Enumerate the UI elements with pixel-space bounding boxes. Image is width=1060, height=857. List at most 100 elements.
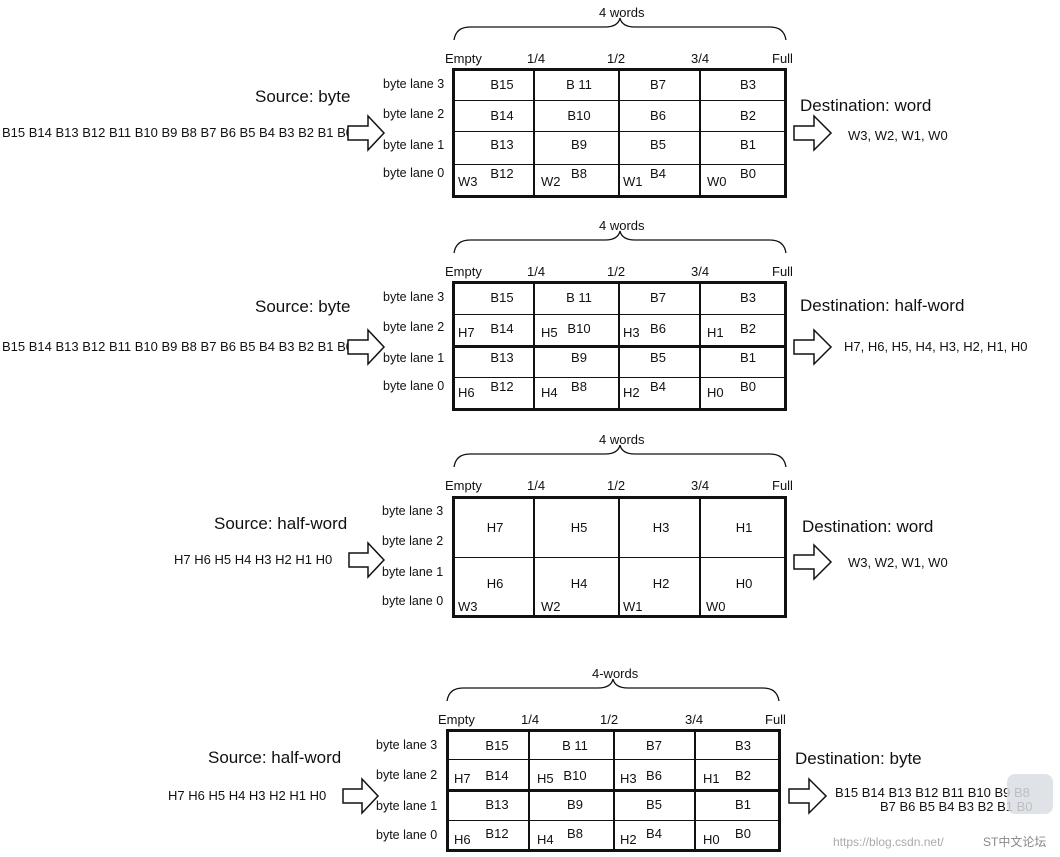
watermark-url: https://blog.csdn.net/ bbox=[833, 835, 944, 849]
byte-lane-1-label: byte lane 1 bbox=[383, 351, 445, 365]
capacity-label: 4 words bbox=[599, 5, 645, 20]
input-sequence: B15 B14 B13 B12 B11 B10 B9 B8 B7 B6 B5 B… bbox=[2, 339, 354, 354]
cell-value: B2 bbox=[740, 321, 756, 336]
output-sequence: W3, W2, W1, W0 bbox=[848, 555, 948, 570]
cell-value: B1 bbox=[735, 797, 751, 812]
word-tag: W3 bbox=[458, 174, 478, 189]
position-quarter: 1/4 bbox=[527, 51, 546, 66]
cell-value: H2 bbox=[652, 576, 670, 591]
halfword-tag: H4 bbox=[541, 385, 558, 400]
cell-value: B4 bbox=[650, 166, 666, 181]
lane-divider bbox=[452, 314, 787, 315]
cell-value: B13 bbox=[485, 797, 509, 812]
cell-value: B7 bbox=[646, 738, 662, 753]
word-tag: W2 bbox=[541, 599, 561, 614]
byte-lane-0-label: byte lane 0 bbox=[376, 828, 438, 842]
word-tag: W0 bbox=[706, 599, 726, 614]
byte-lane-1-label: byte lane 1 bbox=[382, 565, 444, 579]
cell-value: B7 bbox=[650, 290, 666, 305]
halfword-divider bbox=[446, 789, 781, 792]
cell-value: B5 bbox=[650, 137, 666, 152]
cell-value: B2 bbox=[740, 108, 756, 123]
cell-value: B14 bbox=[490, 108, 514, 123]
cell-value: B13 bbox=[490, 137, 514, 152]
cell-value: B 11 bbox=[566, 77, 592, 92]
cell-value: B13 bbox=[490, 350, 514, 365]
capacity-brace bbox=[453, 230, 787, 254]
cell-value: B3 bbox=[740, 77, 756, 92]
cell-value: B12 bbox=[490, 166, 514, 181]
byte-lane-1-label: byte lane 1 bbox=[383, 138, 445, 152]
position-three-quarter: 3/4 bbox=[691, 51, 710, 66]
position-full: Full bbox=[765, 712, 786, 727]
watermark-brand: ST中文论坛 bbox=[983, 835, 1047, 849]
byte-lane-0-label: byte lane 0 bbox=[383, 166, 445, 180]
byte-lane-3-label: byte lane 3 bbox=[383, 77, 445, 91]
cell-value: H4 bbox=[570, 576, 588, 591]
word-divider bbox=[533, 68, 535, 198]
cell-value: B9 bbox=[567, 797, 583, 812]
forum-logo-icon bbox=[1007, 774, 1053, 814]
halfword-tag: H7 bbox=[454, 771, 471, 786]
byte-lane-2-label: byte lane 2 bbox=[383, 320, 445, 334]
cell-value: B12 bbox=[490, 379, 514, 394]
halfword-tag: H2 bbox=[623, 385, 640, 400]
input-sequence: B15 B14 B13 B12 B11 B10 B9 B8 B7 B6 B5 B… bbox=[2, 125, 354, 140]
position-half: 1/2 bbox=[600, 712, 619, 727]
byte-lane-0-label: byte lane 0 bbox=[383, 379, 445, 393]
capacity-label: 4 words bbox=[599, 218, 645, 233]
input-arrow bbox=[342, 777, 380, 815]
position-half: 1/2 bbox=[607, 478, 626, 493]
capacity-label: 4-words bbox=[592, 666, 639, 681]
output-arrow bbox=[793, 543, 833, 581]
destination-label: Destination: byte bbox=[795, 749, 922, 768]
output-arrow bbox=[793, 328, 833, 366]
cell-value: B8 bbox=[567, 826, 583, 841]
halfword-divider bbox=[452, 557, 787, 558]
output-sequence-line-2: B7 B6 B5 B4 B3 B2 B1 B0 bbox=[880, 799, 1033, 814]
halfword-tag: H6 bbox=[454, 832, 471, 847]
position-three-quarter: 3/4 bbox=[685, 712, 704, 727]
cell-value: B0 bbox=[735, 826, 751, 841]
byte-lane-1-label: byte lane 1 bbox=[376, 799, 438, 813]
halfword-tag: H2 bbox=[620, 832, 637, 847]
cell-value: B2 bbox=[735, 768, 751, 783]
word-divider bbox=[618, 68, 620, 198]
byte-lane-0-label: byte lane 0 bbox=[382, 594, 444, 608]
cell-value: H3 bbox=[652, 520, 670, 535]
cell-value: B 11 bbox=[562, 738, 588, 753]
cell-value: B8 bbox=[571, 379, 587, 394]
position-full: Full bbox=[772, 478, 793, 493]
halfword-tag: H5 bbox=[541, 325, 558, 340]
cell-value: B3 bbox=[735, 738, 751, 753]
cell-value: B15 bbox=[490, 290, 514, 305]
input-arrow bbox=[348, 541, 386, 579]
position-three-quarter: 3/4 bbox=[691, 478, 710, 493]
byte-lane-3-label: byte lane 3 bbox=[376, 738, 438, 752]
capacity-brace bbox=[446, 678, 780, 702]
word-tag: W1 bbox=[623, 174, 643, 189]
source-label: Source: half-word bbox=[214, 514, 348, 533]
cell-value: B9 bbox=[571, 350, 587, 365]
input-arrow bbox=[347, 114, 386, 152]
cell-value: B3 bbox=[740, 290, 756, 305]
position-half: 1/2 bbox=[607, 51, 626, 66]
cell-value: B4 bbox=[646, 826, 662, 841]
input-sequence: H7 H6 H5 H4 H3 H2 H1 H0 bbox=[168, 788, 327, 803]
lane-divider bbox=[452, 164, 787, 165]
input-sequence: H7 H6 H5 H4 H3 H2 H1 H0 bbox=[174, 552, 333, 567]
cell-value: H7 bbox=[486, 520, 504, 535]
position-empty: Empty bbox=[445, 264, 482, 279]
word-divider bbox=[699, 68, 701, 198]
destination-label: Destination: word bbox=[802, 517, 934, 536]
halfword-tag: H7 bbox=[458, 325, 475, 340]
capacity-label: 4 words bbox=[599, 432, 645, 447]
halfword-tag: H4 bbox=[537, 832, 554, 847]
position-empty: Empty bbox=[445, 51, 482, 66]
cell-value: H0 bbox=[735, 576, 753, 591]
position-three-quarter: 3/4 bbox=[691, 264, 710, 279]
lane-divider bbox=[452, 100, 787, 101]
cell-value: B14 bbox=[490, 321, 514, 336]
position-quarter: 1/4 bbox=[521, 712, 540, 727]
